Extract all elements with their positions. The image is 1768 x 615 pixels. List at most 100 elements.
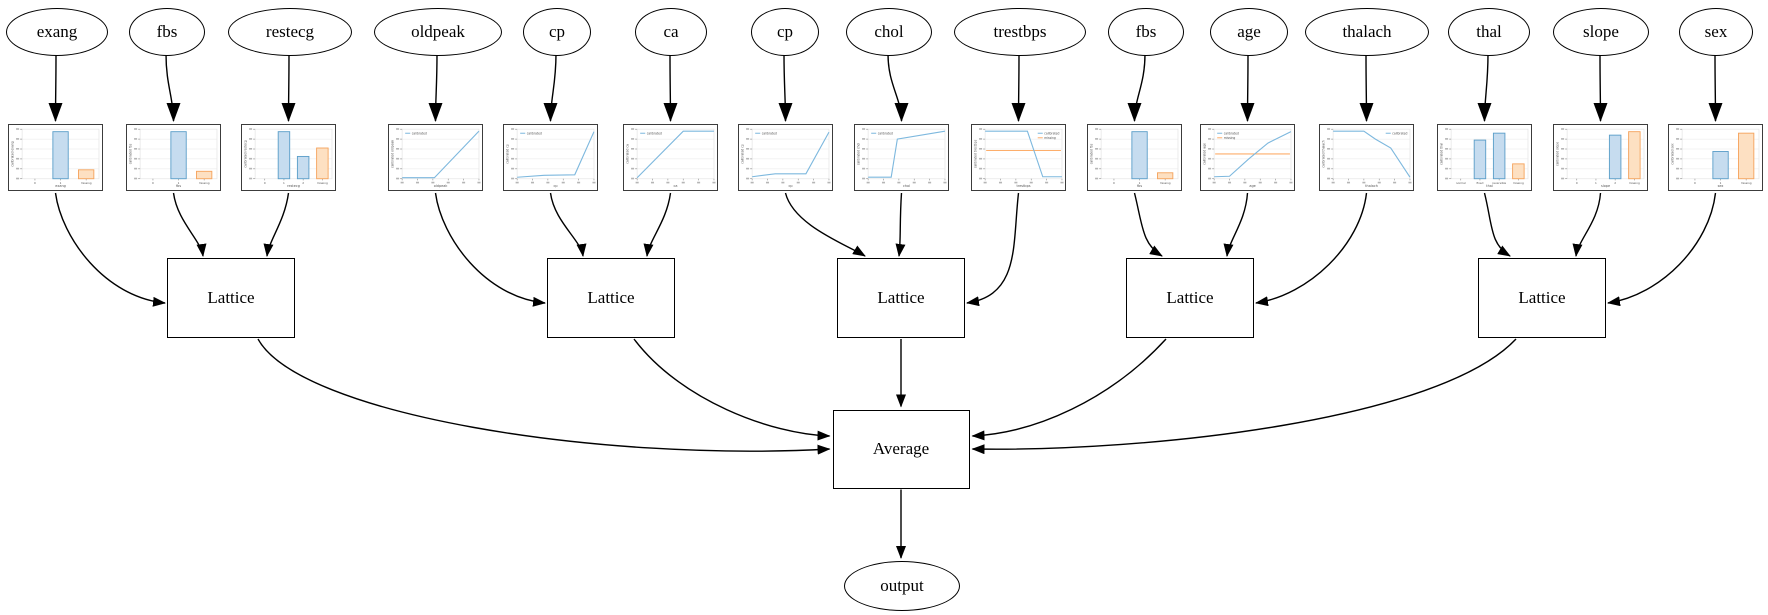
output-label: output bbox=[880, 576, 924, 595]
feature-ellipse-chol-7: chol bbox=[846, 8, 932, 56]
edge bbox=[1133, 192, 1163, 257]
svg-text:0: 0 bbox=[34, 181, 36, 185]
edge bbox=[543, 53, 558, 122]
svg-text:calibrated: calibrated bbox=[878, 131, 893, 135]
svg-text:1: 1 bbox=[178, 181, 180, 185]
svg-text:calibrated oldpeak: calibrated oldpeak bbox=[391, 140, 395, 168]
feature-label: thal bbox=[1476, 22, 1502, 41]
edge bbox=[263, 192, 290, 257]
edge bbox=[172, 192, 207, 257]
edge bbox=[1477, 53, 1492, 122]
lattice-label: Lattice bbox=[1166, 288, 1214, 307]
svg-text:calibrated: calibrated bbox=[1224, 131, 1239, 135]
feature-label: fbs bbox=[156, 22, 178, 41]
edge bbox=[1359, 53, 1374, 122]
svg-text:1: 1 bbox=[283, 181, 285, 185]
feature-ellipse-ca-5: ca bbox=[635, 8, 707, 56]
edge bbox=[281, 53, 296, 122]
edge bbox=[1483, 192, 1511, 257]
svg-text:missing: missing bbox=[1741, 181, 1752, 185]
feature-ellipse-exang-0: exang bbox=[6, 8, 108, 56]
feature-label: trestbps bbox=[993, 22, 1047, 41]
svg-text:calibrated trestbps: calibrated trestbps bbox=[974, 139, 978, 168]
feature-ellipse-fbs-1: fbs bbox=[129, 8, 205, 56]
svg-text:fbs: fbs bbox=[1137, 184, 1142, 188]
lattice-node-1: Lattice bbox=[547, 258, 675, 338]
edges-group bbox=[48, 53, 1723, 559]
edge bbox=[1127, 53, 1146, 122]
svg-text:reversible: reversible bbox=[1492, 181, 1506, 185]
feature-label: slope bbox=[1583, 22, 1619, 41]
feature-label: age bbox=[1237, 22, 1261, 41]
svg-text:calibrated exang: calibrated exang bbox=[11, 141, 15, 166]
edge bbox=[633, 338, 831, 441]
svg-text:calibrated: calibrated bbox=[1392, 131, 1407, 135]
svg-text:missing: missing bbox=[317, 181, 328, 185]
svg-text:exang: exang bbox=[55, 184, 66, 188]
edge bbox=[428, 53, 443, 122]
mini-chart-svg: calibrated cp cp calibrated bbox=[741, 128, 831, 188]
svg-text:normal: normal bbox=[1456, 181, 1466, 185]
svg-text:cp: cp bbox=[789, 184, 793, 188]
edge bbox=[1011, 53, 1026, 122]
mini-chart-svg: calibrated exang exang 0 1 missing bbox=[11, 128, 100, 188]
calibrator-chart-cp-6: calibrated cp cp calibrated bbox=[738, 124, 833, 191]
edge bbox=[48, 53, 63, 122]
svg-text:calibrated thalach: calibrated thalach bbox=[1322, 140, 1326, 167]
feature-label: thalach bbox=[1342, 22, 1392, 41]
feature-label: exang bbox=[36, 22, 78, 41]
edge bbox=[54, 192, 166, 307]
svg-text:missing: missing bbox=[1224, 136, 1236, 140]
lattice-node-4: Lattice bbox=[1478, 258, 1606, 338]
edge bbox=[434, 192, 546, 307]
edge bbox=[165, 53, 181, 122]
edge bbox=[966, 192, 1020, 307]
svg-text:calibrated: calibrated bbox=[762, 131, 777, 135]
svg-text:calibrated sex: calibrated sex bbox=[1671, 143, 1675, 164]
svg-text:missing: missing bbox=[1513, 181, 1524, 185]
svg-text:calibrated restecg: calibrated restecg bbox=[244, 140, 248, 167]
svg-text:cp: cp bbox=[554, 184, 558, 188]
svg-text:calibrated: calibrated bbox=[1044, 131, 1059, 135]
svg-text:thal: thal bbox=[1486, 184, 1493, 188]
feature-ellipse-thal-12: thal bbox=[1448, 8, 1530, 56]
svg-text:calibrated fbs: calibrated fbs bbox=[1090, 143, 1094, 164]
svg-text:0: 0 bbox=[1694, 181, 1696, 185]
svg-text:calibrated: calibrated bbox=[647, 131, 662, 135]
svg-text:0: 0 bbox=[264, 181, 266, 185]
feature-label: sex bbox=[1704, 22, 1728, 41]
svg-text:1: 1 bbox=[60, 181, 62, 185]
lattice-label: Lattice bbox=[1518, 288, 1566, 307]
lattice-label: Lattice bbox=[587, 288, 635, 307]
edge bbox=[895, 192, 906, 257]
svg-text:fbs: fbs bbox=[176, 184, 181, 188]
svg-text:2: 2 bbox=[302, 181, 304, 185]
edge bbox=[1607, 192, 1717, 307]
edge bbox=[971, 338, 1517, 455]
feature-label: ca bbox=[663, 22, 679, 41]
edge bbox=[1593, 53, 1608, 122]
svg-text:1: 1 bbox=[1720, 181, 1722, 185]
svg-text:trestbps: trestbps bbox=[1017, 184, 1031, 188]
edge bbox=[1223, 192, 1249, 257]
mini-chart-svg: calibrated trestbpstrestbpscalibratedmis… bbox=[974, 128, 1064, 188]
svg-text:1: 1 bbox=[1139, 181, 1141, 185]
svg-text:restecg: restecg bbox=[287, 184, 300, 188]
svg-text:oldpeak: oldpeak bbox=[434, 184, 448, 188]
svg-text:calibrated cp: calibrated cp bbox=[741, 144, 745, 164]
svg-text:missing: missing bbox=[81, 181, 92, 185]
svg-text:0: 0 bbox=[152, 181, 154, 185]
average-label: Average bbox=[872, 439, 930, 458]
